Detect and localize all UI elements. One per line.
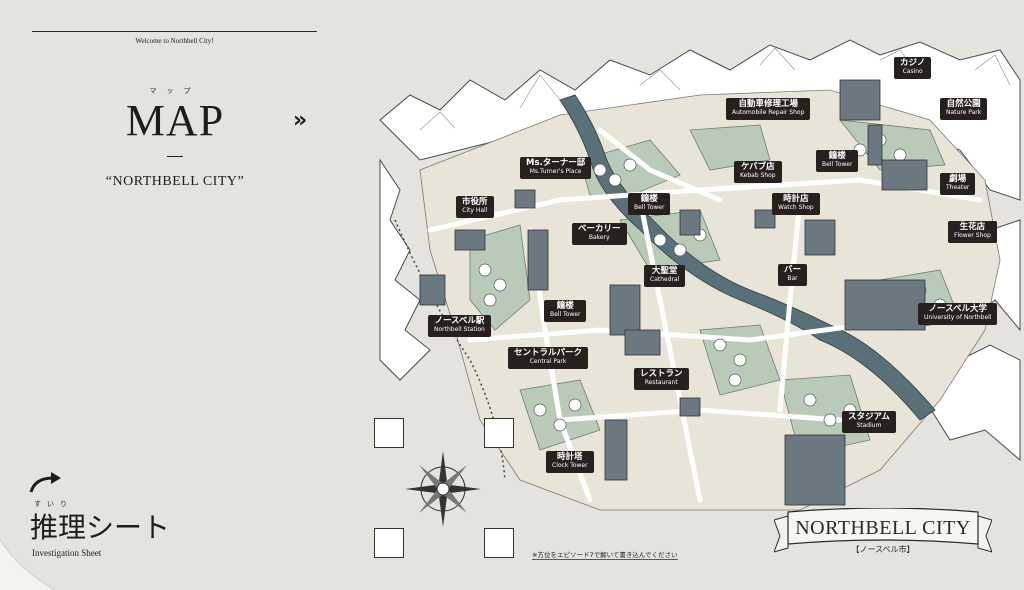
title-divider [167,156,183,157]
sheet-title: 推理シート [30,511,171,544]
city-banner [774,508,992,553]
page-title: MAP [125,96,225,145]
city-map [379,39,1021,527]
direction-checkbox-top-left[interactable] [374,418,404,448]
buildings [419,79,928,506]
left-panel: Welcome to Northbell City! マップ MAP “NORT… [0,0,345,590]
map-ruby: マップ [149,87,201,95]
welcome-text: Welcome to Northbell City! [135,37,214,45]
top-divider [32,31,317,32]
curved-arrow-icon [29,472,61,493]
city-name: “NORTHBELL CITY” [105,174,245,189]
sheet-ruby: すいり [34,500,73,508]
sheet-subtitle: Investigation Sheet [32,548,102,558]
instruction-note: ※方位をエピソード7で解いて書き込んでください [532,551,678,560]
banner-title: NORTHBELL CITY [795,517,971,539]
compass-icon [405,451,481,527]
direction-checkbox-bottom-left[interactable] [374,528,404,558]
direction-checkbox-top-right[interactable] [484,418,514,448]
banner-subtitle: 【ノースベル市】 [851,545,915,554]
direction-checkbox-bottom-right[interactable] [484,528,514,558]
chevron-right-icon[interactable]: » [293,108,308,133]
page-curl [0,539,56,590]
